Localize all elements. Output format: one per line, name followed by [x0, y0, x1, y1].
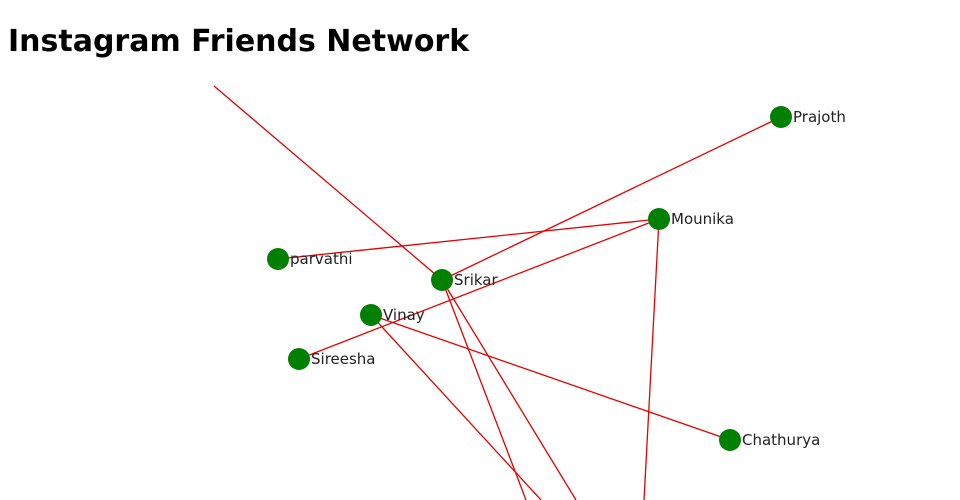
- edge-srikar-offscreen-bottom-b: [441, 279, 577, 500]
- edge-vinay-offscreen-bottom-c: [370, 314, 542, 500]
- node-label: Prajoth: [793, 108, 846, 126]
- page-title: Instagram Friends Network: [8, 24, 470, 59]
- node-circle[interactable]: [431, 269, 453, 291]
- node-circle[interactable]: [288, 348, 310, 370]
- edge-mounika-offscreen-bottom-d: [643, 218, 660, 500]
- node-label: Chathurya: [742, 431, 820, 449]
- edges-layer: [213, 85, 782, 500]
- node-chathurya[interactable]: Chathurya: [719, 429, 820, 451]
- node-sireesha[interactable]: Sireesha: [288, 348, 376, 370]
- node-label: Mounika: [671, 210, 734, 228]
- node-label: Vinay: [383, 306, 425, 324]
- edge-mounika-sireesha: [298, 218, 660, 360]
- node-circle[interactable]: [648, 208, 670, 230]
- node-prajoth[interactable]: Prajoth: [770, 106, 846, 128]
- edge-mounika-parvathi: [277, 218, 660, 260]
- node-circle[interactable]: [719, 429, 741, 451]
- node-vinay[interactable]: Vinay: [360, 304, 425, 326]
- node-circle[interactable]: [267, 248, 289, 270]
- node-label: Srikar: [454, 271, 498, 289]
- node-srikar[interactable]: Srikar: [431, 269, 498, 291]
- node-parvathi[interactable]: parvathi: [267, 248, 353, 270]
- edge-vinay-chathurya: [370, 314, 731, 441]
- edge-srikar-offscreen-top: [213, 85, 443, 281]
- node-label: parvathi: [290, 250, 353, 268]
- edge-srikar-offscreen-bottom-a: [441, 279, 527, 500]
- edge-srikar-prajoth: [441, 116, 782, 281]
- node-circle[interactable]: [360, 304, 382, 326]
- node-label: Sireesha: [311, 350, 376, 368]
- node-mounika[interactable]: Mounika: [648, 208, 734, 230]
- node-circle[interactable]: [770, 106, 792, 128]
